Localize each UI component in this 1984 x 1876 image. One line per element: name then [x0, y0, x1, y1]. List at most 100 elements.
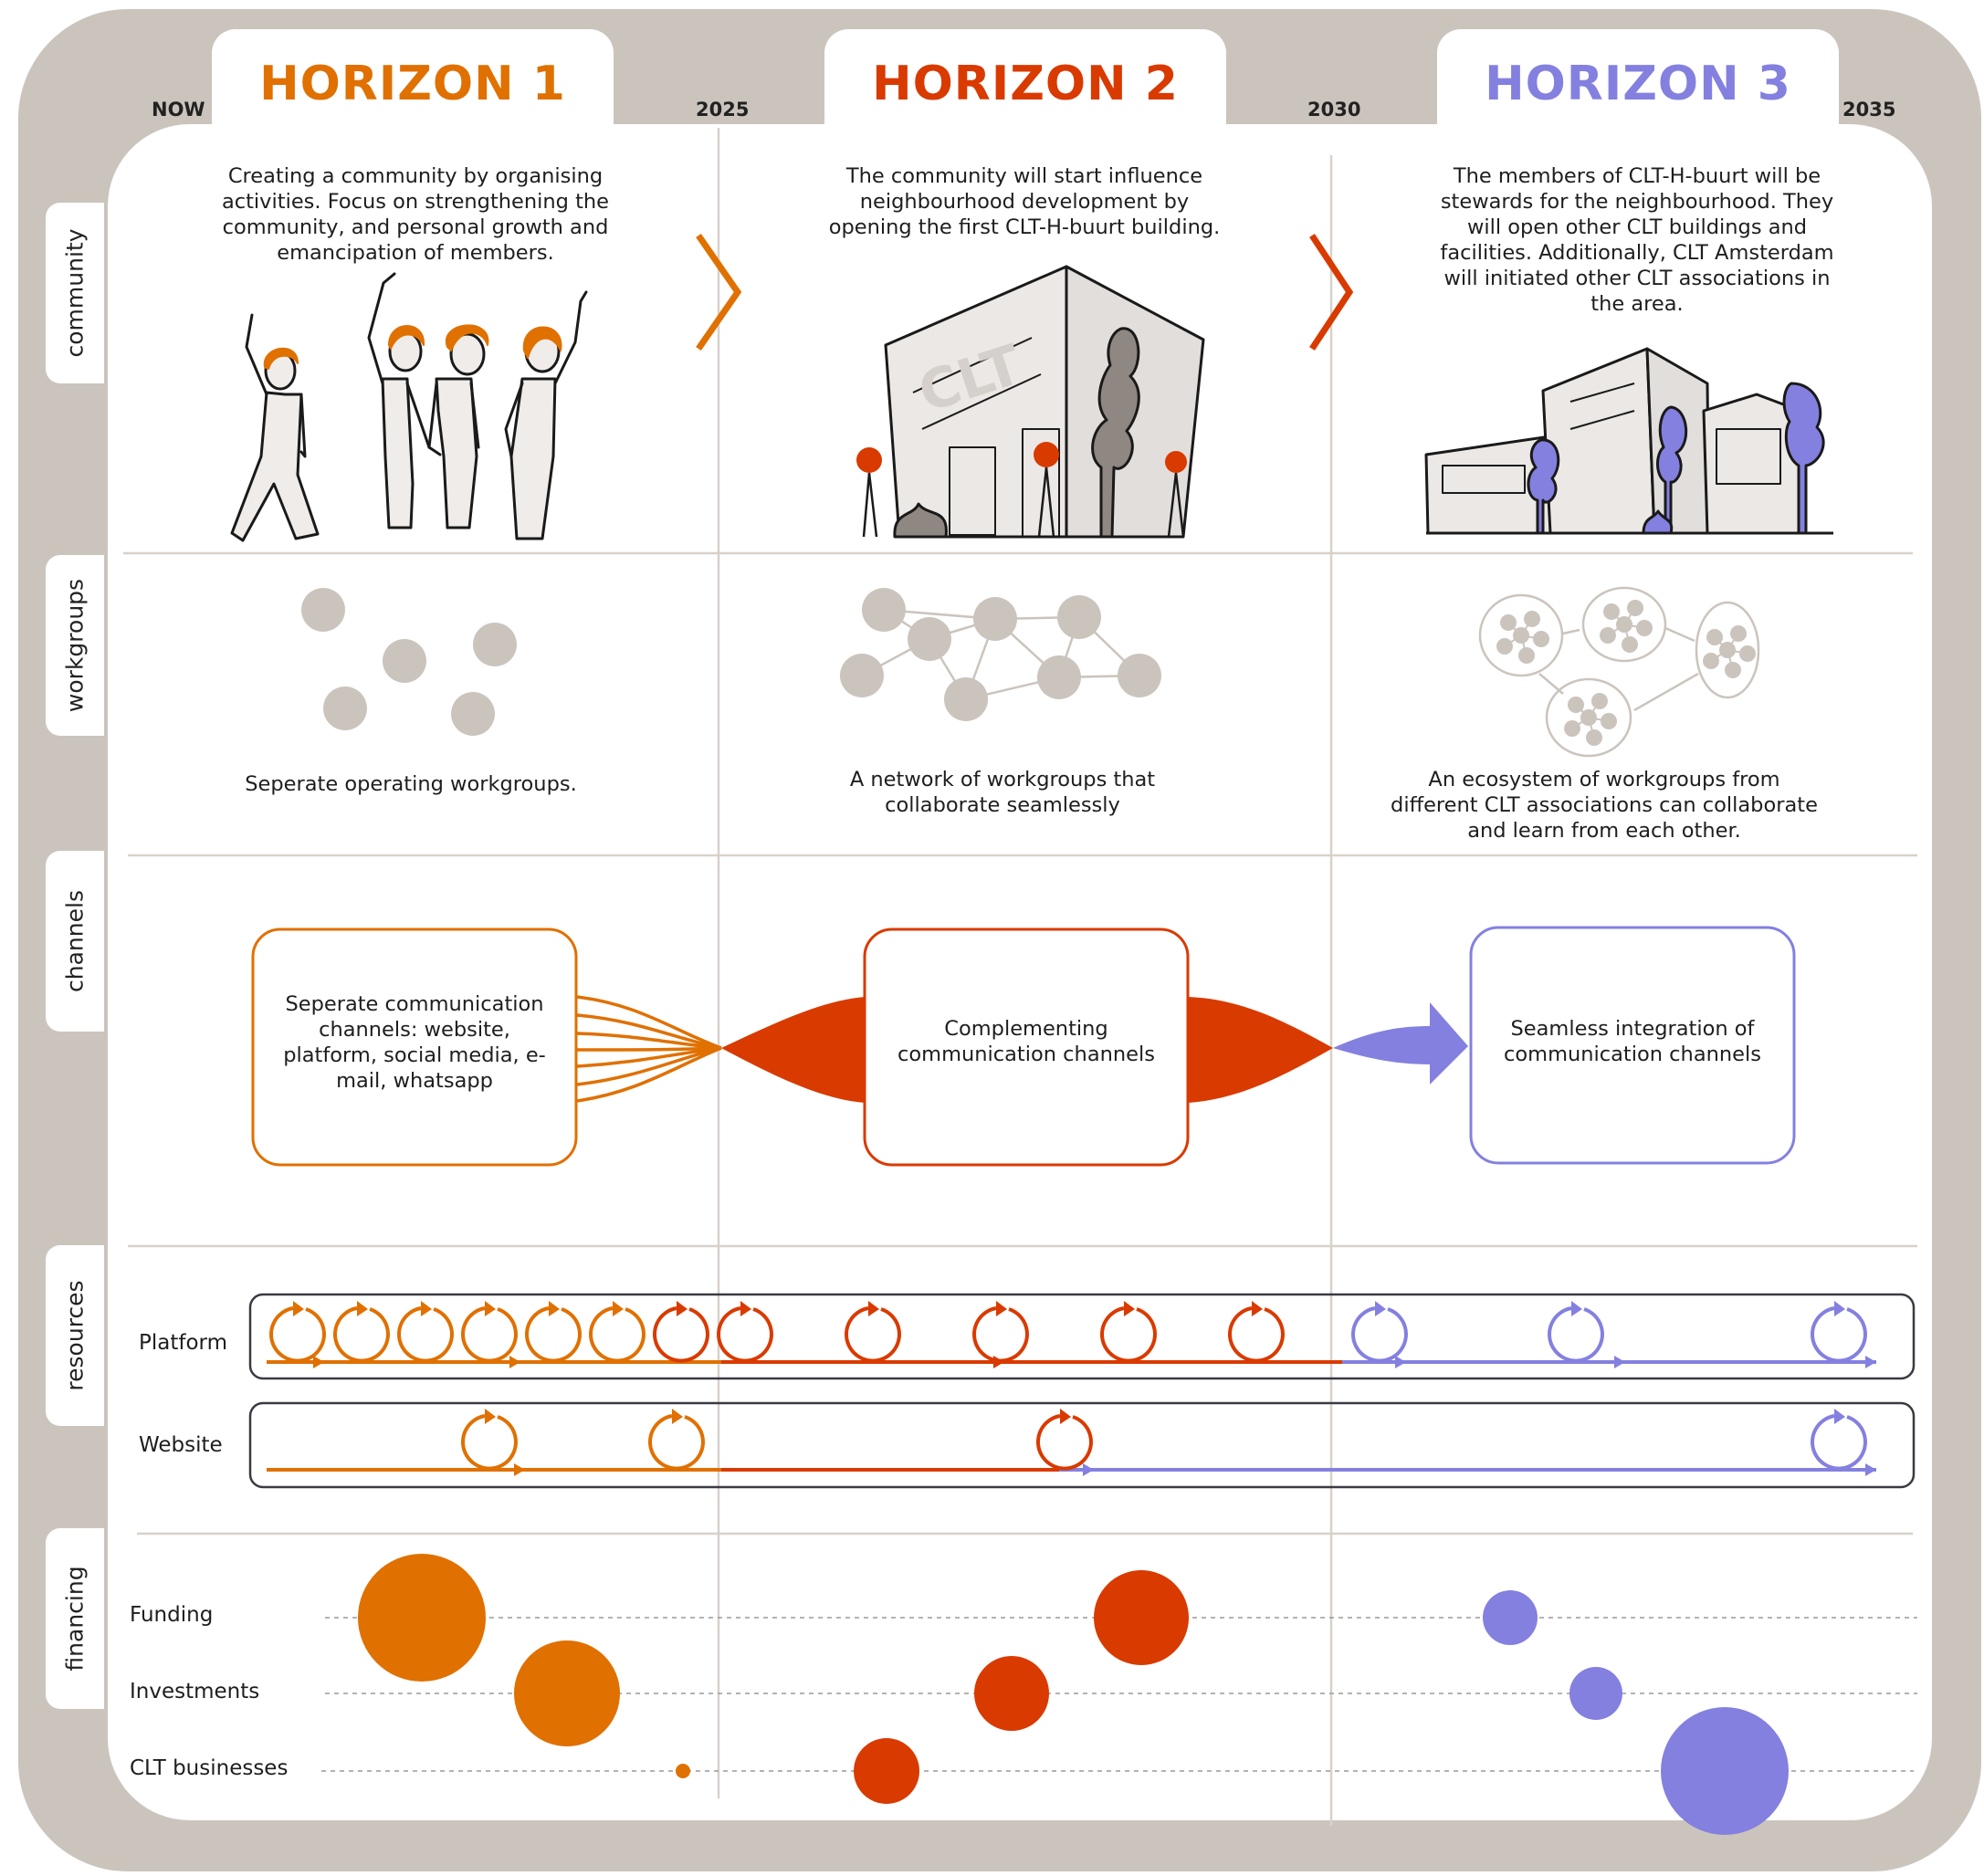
- channels-box-h3: [1469, 926, 1796, 1165]
- resources-label-website: Website: [139, 1433, 223, 1457]
- mini-cluster: [1496, 611, 1549, 664]
- arrow-icon: [313, 1356, 324, 1368]
- cycle-arrow-icon: [1548, 1301, 1604, 1363]
- community-text-h3: The members of CLT-H-buurt will be stewa…: [1440, 164, 1834, 316]
- mini-node: [1524, 611, 1540, 627]
- row-label-resources: resources: [46, 1245, 104, 1426]
- arrow-icon: [1083, 1463, 1094, 1476]
- cycle-arrow-icon: [269, 1301, 326, 1363]
- clt-building-illustration: CLT: [856, 265, 1205, 539]
- mini-node: [1627, 600, 1643, 616]
- cycle-arrow-icon: [397, 1301, 454, 1363]
- horizon-1-tab: HORIZON 1: [212, 29, 614, 128]
- cycle-arrow-icon: [461, 1409, 518, 1471]
- financing-bubble: [854, 1738, 919, 1804]
- channels-text-h1: Seperate communication channels: website…: [283, 992, 546, 1093]
- cycle-arrow-icon: [1228, 1301, 1285, 1363]
- cycle-arrow-icon: [648, 1409, 705, 1471]
- financing-label-funding: Funding: [130, 1603, 214, 1627]
- mini-cluster: [1600, 600, 1653, 653]
- chevron-right-icon: [1309, 234, 1354, 351]
- community-text-h2: The community will start influence neigh…: [828, 164, 1221, 239]
- mini-node: [1601, 713, 1617, 729]
- resources-label-platform: Platform: [139, 1331, 227, 1355]
- mini-node: [1739, 645, 1756, 662]
- horizon-2-title: HORIZON 2: [872, 57, 1179, 111]
- workgroups-text-h1: Seperate operating workgroups.: [245, 772, 577, 796]
- financing-bubble: [1569, 1667, 1622, 1720]
- website-track: [248, 1401, 1916, 1489]
- financing-bubble: [514, 1640, 620, 1746]
- mini-node: [1730, 625, 1747, 642]
- people-group-illustration: [230, 272, 588, 542]
- arrow-icon: [514, 1463, 525, 1476]
- integration-arrow: [1333, 1002, 1468, 1085]
- horizon-3-tab: HORIZON 3: [1437, 29, 1839, 128]
- cycle-arrow-icon: [845, 1301, 901, 1363]
- financing-bubble: [1483, 1590, 1538, 1645]
- horizon-1-title: HORIZON 1: [259, 57, 566, 111]
- channels-box-h1: [251, 928, 578, 1167]
- mini-node: [1500, 614, 1517, 631]
- cycle-arrow-icon: [333, 1301, 390, 1363]
- chevron-right-icon: [696, 234, 742, 351]
- mini-node: [1719, 642, 1736, 658]
- mini-node: [1622, 636, 1638, 653]
- channel-merge-shape: [721, 997, 865, 1103]
- row-label-channels: channels: [46, 851, 104, 1032]
- separate-workgroups-dots: [301, 588, 517, 736]
- timeline-2025: 2025: [696, 99, 750, 121]
- workgroup-network: [840, 588, 1161, 721]
- channels-text-h3: Seamless integration of communication ch…: [1504, 1017, 1761, 1066]
- mini-node: [1564, 720, 1580, 737]
- mini-node: [1568, 697, 1584, 713]
- channels-text-h2: Complementing communication channels: [898, 1017, 1155, 1066]
- financing-label-investments: Investments: [130, 1680, 260, 1703]
- mini-node: [1725, 662, 1741, 678]
- arrow-icon: [509, 1356, 520, 1368]
- mini-node: [1616, 616, 1632, 633]
- channel-fan-lines: [576, 995, 722, 1103]
- arrow-icon: [1614, 1356, 1625, 1368]
- arrow-icon: [1395, 1356, 1406, 1368]
- cycle-arrow-icon: [1811, 1409, 1867, 1471]
- cycle-arrow-icon: [461, 1301, 518, 1363]
- mini-node: [1496, 638, 1513, 655]
- cycle-arrow-icon: [653, 1301, 709, 1363]
- cycle-arrow-icon: [1811, 1301, 1867, 1363]
- city-buildings-illustration: [1424, 347, 1833, 535]
- cycle-arrow-icon: [1351, 1301, 1408, 1363]
- mini-node: [1580, 709, 1597, 726]
- timeline-2030: 2030: [1307, 99, 1361, 121]
- row-label-community: community: [46, 203, 104, 383]
- cycle-arrow-icon: [1100, 1301, 1157, 1363]
- platform-track: [248, 1293, 1916, 1380]
- cycle-arrow-icon: [589, 1301, 646, 1363]
- workgroups-text-h3: An ecosystem of workgroups from differen…: [1391, 768, 1818, 843]
- financing-bubble: [1094, 1570, 1189, 1665]
- mini-node: [1533, 631, 1549, 647]
- timeline-now: NOW: [152, 99, 205, 121]
- financing-bubble: [974, 1656, 1049, 1731]
- financing-bubble: [358, 1554, 486, 1682]
- cycle-arrow-icon: [717, 1301, 773, 1363]
- row-label-financing: financing: [46, 1528, 104, 1709]
- mini-node: [1603, 603, 1620, 620]
- cycle-arrow-icon: [972, 1301, 1029, 1363]
- mini-node: [1586, 729, 1602, 746]
- workgroup-ecosystem: [1478, 586, 1760, 758]
- mini-node: [1513, 627, 1529, 644]
- community-text-h1: Creating a community by organising activ…: [221, 164, 610, 265]
- arrow-icon: [1865, 1356, 1876, 1368]
- financing-label-clt-businesses: CLT businesses: [130, 1756, 289, 1780]
- mini-node: [1703, 653, 1719, 669]
- horizon-2-tab: HORIZON 2: [824, 29, 1226, 128]
- financing-bubble: [1661, 1707, 1789, 1835]
- workgroups-text-h2: A network of workgroups that collaborate…: [849, 768, 1156, 817]
- mini-node: [1706, 629, 1723, 645]
- row-label-workgroups: workgroups: [46, 555, 104, 736]
- financing-bubble: [676, 1764, 690, 1778]
- mini-node: [1600, 627, 1616, 644]
- mini-node: [1591, 693, 1608, 709]
